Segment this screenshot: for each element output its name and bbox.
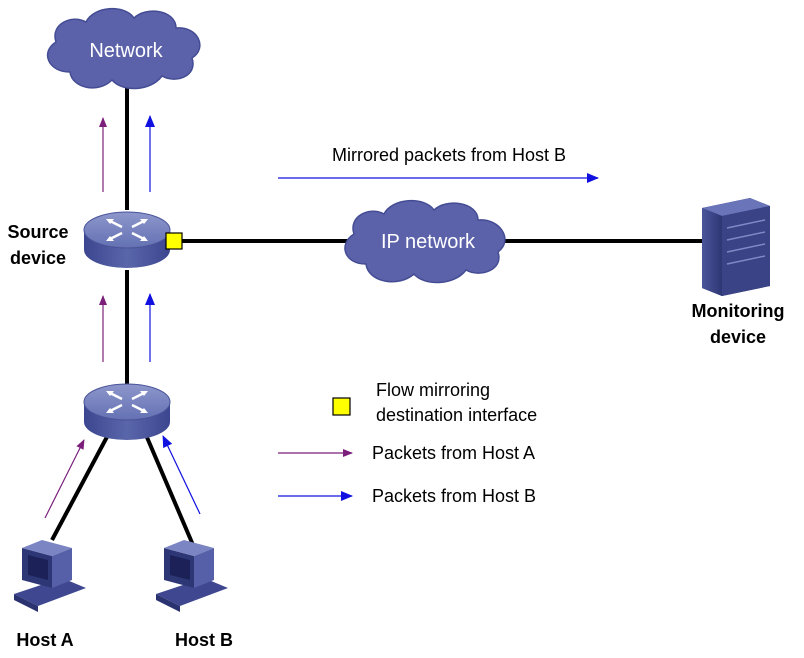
source-device-label-line1: Source: [7, 222, 68, 242]
source-device-icon: [83, 211, 171, 268]
legend-interface-label-line1: Flow mirroring: [376, 380, 490, 400]
host-b-icon: [156, 540, 228, 612]
mirror-interface-marker: [165, 232, 183, 250]
host-b-label: Host B: [175, 630, 233, 650]
network-cloud: Network: [46, 7, 201, 90]
legend-host-b-label: Packets from Host B: [372, 486, 536, 506]
host-a-label: Host A: [16, 630, 73, 650]
legend: Flow mirroring destination interface Pac…: [278, 380, 537, 506]
legend-interface-label-line2: destination interface: [376, 405, 537, 425]
link-access-hosta: [50, 434, 110, 541]
host-a-icon: [14, 540, 86, 612]
monitoring-device-label-line2: device: [710, 327, 766, 347]
legend-interface-swatch: [332, 397, 351, 416]
ip-network-label: IP network: [381, 231, 476, 253]
flow-arrow-host-a: [44, 439, 85, 519]
mirrored-packets-label: Mirrored packets from Host B: [332, 145, 566, 165]
monitoring-device-label-line1: Monitoring: [692, 301, 785, 321]
monitoring-device-icon: [702, 198, 770, 296]
flow-arrows: [44, 115, 599, 519]
network-label: Network: [89, 40, 163, 62]
ip-network-cloud: IP network: [344, 199, 506, 284]
link-access-hostb: [144, 434, 195, 546]
legend-host-a-label: Packets from Host A: [372, 443, 535, 463]
flow-arrow-host-b: [162, 435, 201, 515]
access-device-icon: [83, 383, 171, 440]
source-device-label-line2: device: [10, 248, 66, 268]
